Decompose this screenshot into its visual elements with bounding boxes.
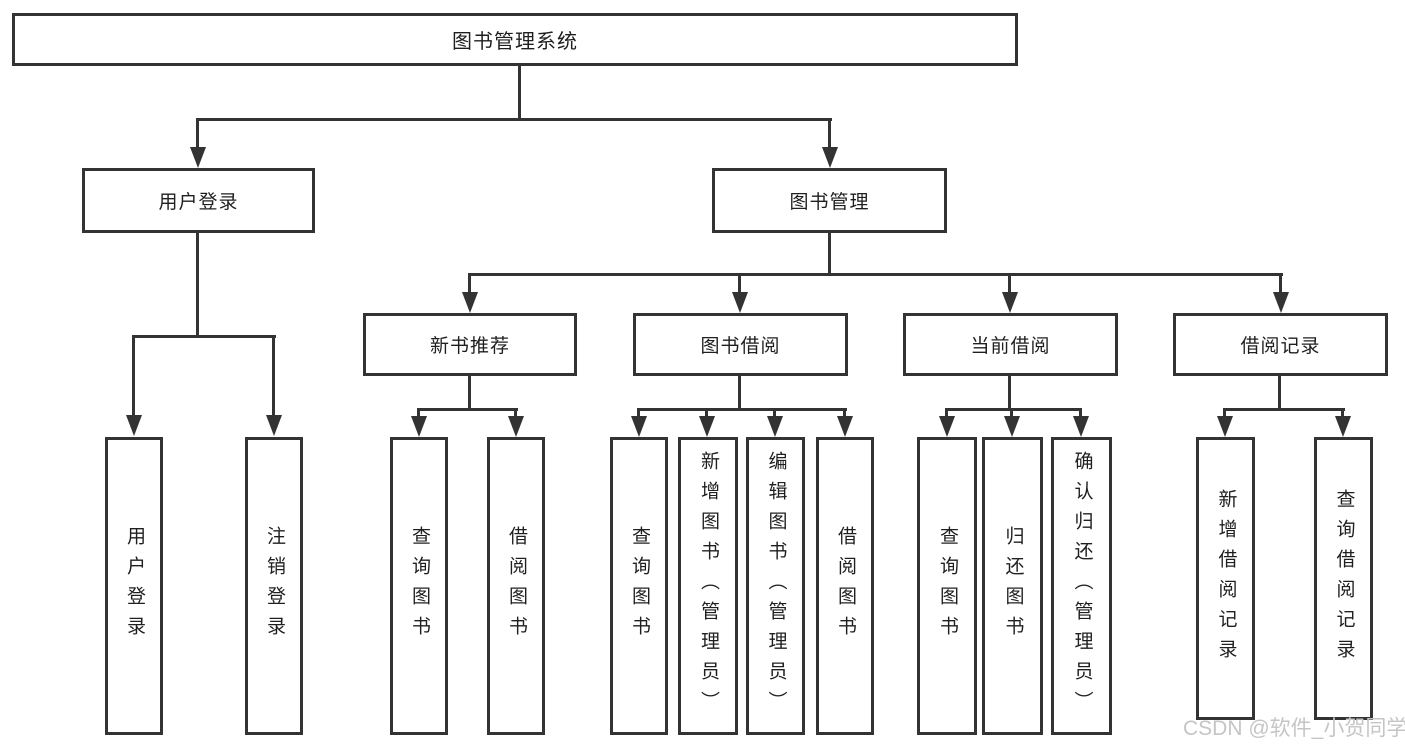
leaf-query-borrow-record-label: 查询借阅记录 bbox=[1333, 488, 1355, 669]
connector-leaf-shaft bbox=[945, 408, 948, 418]
node-current-borrow: 当前借阅 bbox=[903, 313, 1118, 376]
leaf-query-books-borrow: 查询图书 bbox=[610, 437, 668, 735]
leaf-logout-label: 注销登录 bbox=[263, 526, 285, 646]
connector-l1-hline bbox=[197, 118, 832, 121]
node-new-book-recommend-label: 新书推荐 bbox=[429, 336, 510, 357]
leaf-query-books-current: 查询图书 bbox=[917, 437, 977, 735]
leaf-borrow-books-recommend: 借阅图书 bbox=[487, 437, 545, 735]
arrow-down-current-borrow bbox=[1002, 292, 1018, 313]
arrow-down-leaf bbox=[1217, 416, 1233, 437]
connector-module-stem bbox=[1278, 376, 1281, 408]
node-borrow-records-label: 借阅记录 bbox=[1240, 336, 1321, 357]
arrow-down-leaf bbox=[1073, 416, 1089, 437]
connector-l3-hline bbox=[468, 273, 1283, 276]
arrow-down-borrow-records bbox=[1273, 292, 1289, 313]
connector-leaf-shaft bbox=[514, 408, 517, 418]
connector-module-hline bbox=[418, 408, 518, 411]
leaf-query-books-borrow-label: 查询图书 bbox=[628, 526, 650, 646]
leaf-confirm-return-admin: 确认归还（管理员） bbox=[1051, 437, 1112, 735]
arrow-down-new-book bbox=[462, 292, 478, 313]
leaf-add-book-admin: 新增图书（管理员） bbox=[678, 437, 738, 735]
leaf-user-login-label: 用户登录 bbox=[123, 526, 145, 646]
arrow-down-leaf bbox=[699, 416, 715, 437]
arrow-down-book-mgmt bbox=[822, 147, 838, 168]
leaf-edit-book-admin: 编辑图书（管理员） bbox=[746, 437, 805, 735]
connector-leaf-shaft bbox=[1223, 408, 1226, 418]
connector-leaf-shaft bbox=[1341, 408, 1344, 418]
leaf-query-books-recommend: 查询图书 bbox=[390, 437, 448, 735]
connector-l3-shaft bbox=[468, 273, 471, 294]
connector-l3-shaft bbox=[1008, 273, 1011, 294]
connector-module-hline bbox=[1224, 408, 1345, 411]
connector-module-stem bbox=[1008, 376, 1011, 408]
node-book-borrow: 图书借阅 bbox=[633, 313, 848, 376]
connector-l3-shaft bbox=[738, 273, 741, 294]
leaf-confirm-return-admin-label: 确认归还（管理员） bbox=[1071, 451, 1093, 721]
connector-leaf-shaft bbox=[1079, 408, 1082, 418]
connector-module-hline bbox=[946, 408, 1082, 411]
connector-leaf-shaft bbox=[132, 335, 135, 417]
leaf-logout: 注销登录 bbox=[245, 437, 303, 735]
arrow-down-book-borrow bbox=[732, 292, 748, 313]
connector-leaf-shaft bbox=[705, 408, 708, 418]
leaf-borrow-books-recommend-label: 借阅图书 bbox=[505, 526, 527, 646]
arrow-down-leaf bbox=[1335, 416, 1351, 437]
arrow-down-user-login bbox=[190, 147, 206, 168]
leaf-query-books-recommend-label: 查询图书 bbox=[408, 526, 430, 646]
node-library-system-label: 图书管理系统 bbox=[452, 31, 578, 53]
connector-leaf-shaft bbox=[773, 408, 776, 418]
connector-leaf-shaft bbox=[417, 408, 420, 418]
connector-leaf-shaft bbox=[1010, 408, 1013, 418]
leaf-user-login: 用户登录 bbox=[105, 437, 163, 735]
csdn-watermark: CSDN @软件_小贺同学 bbox=[1183, 717, 1405, 740]
arrow-down-leaf bbox=[767, 416, 783, 437]
connector-l1-shaft bbox=[196, 118, 199, 150]
node-book-borrow-label: 图书借阅 bbox=[700, 336, 781, 357]
connector-leaf-shaft bbox=[272, 335, 275, 417]
node-new-book-recommend: 新书推荐 bbox=[363, 313, 577, 376]
leaf-borrow-books: 借阅图书 bbox=[816, 437, 874, 735]
leaf-query-books-current-label: 查询图书 bbox=[936, 526, 958, 646]
node-user-login: 用户登录 bbox=[82, 168, 315, 233]
arrow-down-leaf bbox=[266, 415, 282, 436]
connector-book-mgmt-stem bbox=[828, 233, 831, 273]
leaf-return-books: 归还图书 bbox=[982, 437, 1043, 735]
leaf-borrow-books-label: 借阅图书 bbox=[834, 526, 856, 646]
connector-leaf-shaft bbox=[843, 408, 846, 418]
arrow-down-leaf bbox=[411, 416, 427, 437]
leaf-add-book-admin-label: 新增图书（管理员） bbox=[697, 451, 719, 721]
connector-user-login-stem bbox=[196, 233, 199, 335]
arrow-down-leaf bbox=[939, 416, 955, 437]
arrow-down-leaf bbox=[837, 416, 853, 437]
node-library-system: 图书管理系统 bbox=[12, 13, 1018, 66]
leaf-return-books-label: 归还图书 bbox=[1002, 526, 1024, 646]
connector-l1-shaft bbox=[828, 118, 831, 150]
connector-module-hline bbox=[638, 408, 847, 411]
node-book-management-label: 图书管理 bbox=[789, 192, 870, 213]
leaf-add-borrow-record-label: 新增借阅记录 bbox=[1215, 488, 1237, 669]
arrow-down-leaf bbox=[631, 416, 647, 437]
connector-user-login-hline bbox=[133, 335, 276, 338]
node-user-login-label: 用户登录 bbox=[158, 192, 239, 213]
node-book-management: 图书管理 bbox=[712, 168, 947, 233]
connector-module-stem bbox=[738, 376, 741, 408]
connector-leaf-shaft bbox=[637, 408, 640, 418]
node-current-borrow-label: 当前借阅 bbox=[970, 336, 1051, 357]
arrow-down-leaf bbox=[508, 416, 524, 437]
arrow-down-leaf bbox=[1004, 416, 1020, 437]
leaf-add-borrow-record: 新增借阅记录 bbox=[1196, 437, 1255, 720]
node-borrow-records: 借阅记录 bbox=[1173, 313, 1388, 376]
connector-root-stem bbox=[518, 66, 521, 118]
connector-module-stem bbox=[468, 376, 471, 408]
connector-l3-shaft bbox=[1279, 273, 1282, 294]
leaf-edit-book-admin-label: 编辑图书（管理员） bbox=[765, 451, 787, 721]
leaf-query-borrow-record: 查询借阅记录 bbox=[1314, 437, 1373, 720]
arrow-down-leaf bbox=[126, 415, 142, 436]
